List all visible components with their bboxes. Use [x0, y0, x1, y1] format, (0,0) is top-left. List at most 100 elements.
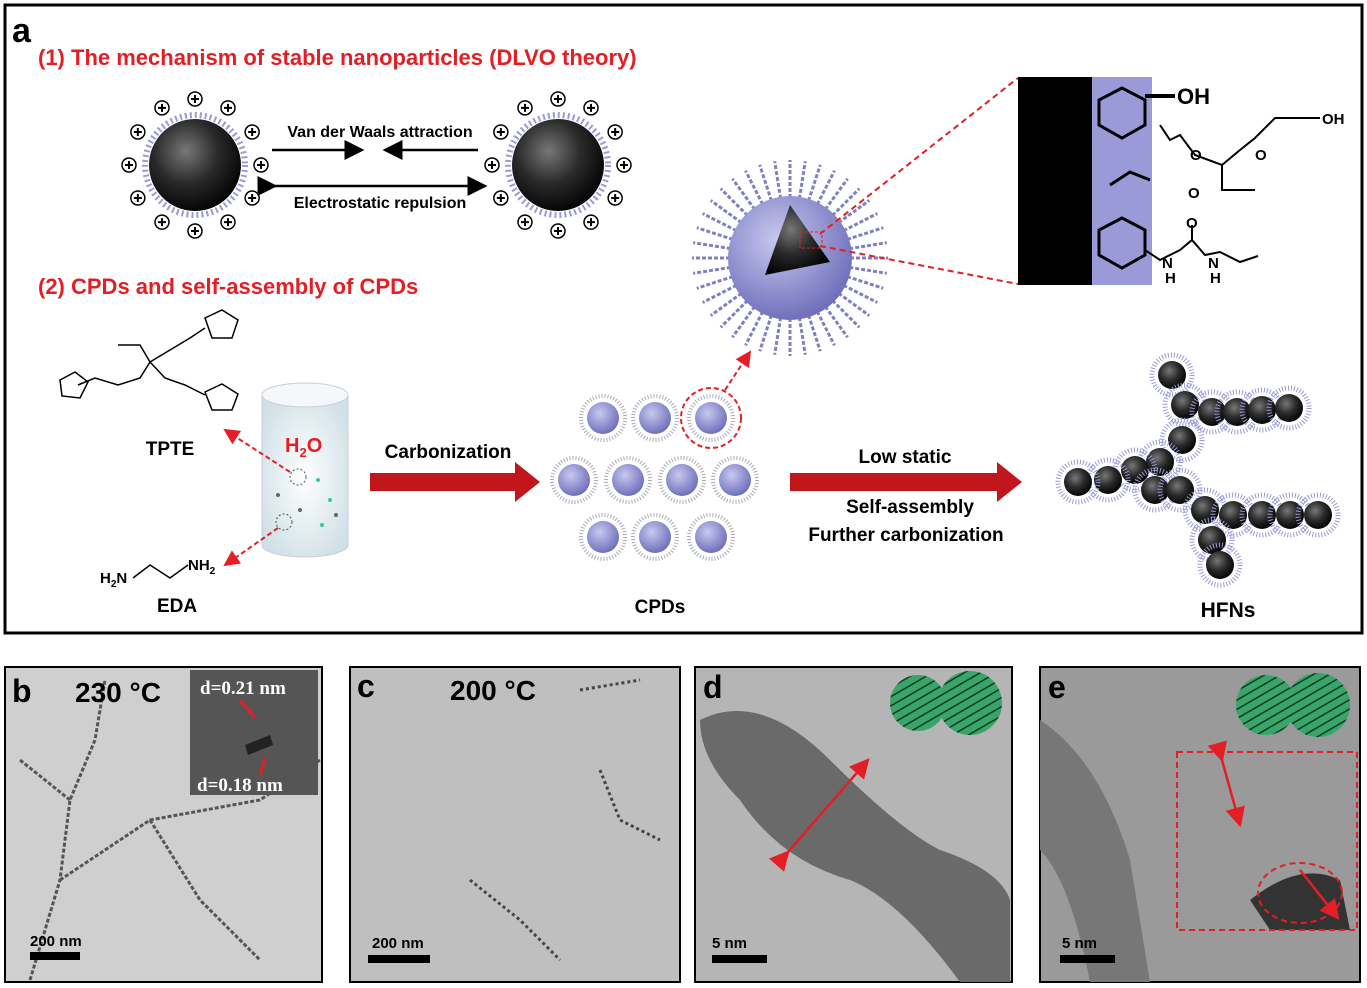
- panel-b-label: b: [12, 673, 32, 709]
- plus-icon: [130, 190, 146, 206]
- plus-icon: [121, 157, 137, 173]
- ligand-chain: [815, 170, 836, 206]
- eda-molecule: [132, 564, 189, 579]
- panel-b-d-spacing-1: d=0.21 nm: [200, 678, 286, 699]
- ligand-chain: [807, 164, 822, 202]
- zoom-line-bottom: [819, 245, 1019, 285]
- ligand-chain: [797, 160, 807, 199]
- ligand-chain: [692, 241, 731, 251]
- cpds-label: CPDs: [635, 597, 686, 618]
- surface-zoom-box: [799, 231, 823, 249]
- ligand-chain: [731, 177, 756, 211]
- cpd-particle: [579, 513, 627, 561]
- panel-c-scale-label: 200 nm: [372, 935, 424, 952]
- ligand-chain: [831, 187, 861, 217]
- cpd-particle: [687, 513, 735, 561]
- ligand-chain: [702, 283, 738, 304]
- cpd-particle: [604, 456, 652, 504]
- plus-icon: [130, 124, 146, 140]
- tpte-label: TPTE: [146, 439, 195, 460]
- cpd-particle: [687, 394, 735, 442]
- section2-title: (2) CPDs and self-assembly of CPDs: [38, 274, 418, 299]
- panel-e-hrtem-image: [1039, 666, 1361, 983]
- eda-label: EDA: [157, 596, 197, 617]
- plus-icon: [253, 157, 269, 173]
- eda-dashed-arrow: [223, 527, 279, 567]
- ligand-chain: [744, 170, 765, 206]
- ligand-chain: [797, 317, 807, 356]
- ligand-chain: [815, 310, 836, 346]
- plus-icon: [616, 157, 632, 173]
- panel-a-frame: [3, 3, 1364, 635]
- plus-icon: [220, 100, 236, 116]
- ligand-chain: [744, 310, 765, 346]
- chem-n-1: N: [1162, 255, 1173, 272]
- ligand-chain: [824, 177, 849, 211]
- cpd-particle: [579, 394, 627, 442]
- plus-icon: [154, 100, 170, 116]
- plus-icon: [244, 190, 260, 206]
- plus-icon: [493, 190, 509, 206]
- chem-o-4: O: [1186, 215, 1198, 232]
- chem-o-1: O: [1190, 147, 1202, 164]
- plus-icon: [493, 124, 509, 140]
- ligand-chain: [702, 212, 738, 233]
- ligand-chain: [758, 164, 773, 202]
- ligand-chain: [807, 314, 822, 352]
- ligand-chain: [842, 212, 878, 233]
- hfn-bead: [1295, 492, 1341, 538]
- hfn-bead: [1055, 459, 1101, 505]
- hfn-bead: [1189, 517, 1235, 563]
- panel-c-tem-image: [349, 666, 681, 983]
- panel-e-scale-label: 5 nm: [1062, 935, 1097, 952]
- hfn-bead: [1266, 385, 1312, 431]
- chem-h-2: H: [1210, 270, 1221, 287]
- water-label: H2O: [285, 435, 322, 460]
- plus-icon: [244, 124, 260, 140]
- plus-icon: [607, 124, 623, 140]
- panel-c-label: c: [357, 668, 375, 704]
- panel-d-hrtem-image: [694, 666, 1013, 983]
- ligand-chain: [773, 317, 783, 356]
- ligand-chain: [824, 305, 849, 339]
- panel-b-temperature: 230 °C: [75, 677, 161, 708]
- chem-o-2: O: [1255, 147, 1267, 164]
- ligand-chain: [692, 265, 731, 275]
- panel-d-label: d: [703, 669, 723, 705]
- hfn-bead: [1157, 467, 1203, 513]
- ligand-chain: [842, 283, 878, 304]
- ligand-chain: [696, 275, 734, 290]
- electrostatic-label: Electrostatic repulsion: [294, 195, 467, 212]
- cpd-highlight-circle: [680, 387, 742, 449]
- panel-a-label: a: [12, 12, 32, 50]
- cpd-particle: [550, 456, 598, 504]
- cpd-particle: [631, 394, 679, 442]
- plus-icon: [517, 100, 533, 116]
- hfn-bead: [1085, 457, 1131, 503]
- plus-icon: [517, 214, 533, 230]
- panel-e-label: e: [1048, 669, 1066, 705]
- carbonization-arrow: [370, 462, 540, 502]
- ligand-chain: [719, 187, 749, 217]
- panel-c-temperature: 200 °C: [450, 675, 536, 706]
- plus-icon: [550, 91, 566, 107]
- nanoparticle-left: [142, 112, 248, 218]
- panel-d-scale-label: 5 nm: [712, 935, 747, 952]
- hfn-bead: [1197, 542, 1243, 588]
- ligand-chain: [709, 199, 743, 224]
- zoom-line-top: [819, 77, 1019, 235]
- hfn-bead: [1149, 352, 1195, 398]
- ligand-chain: [758, 314, 773, 352]
- ligand-chain: [837, 292, 871, 317]
- surface-chemistry: [1018, 77, 1320, 285]
- chem-oh-1: OH: [1177, 84, 1210, 109]
- plus-icon: [187, 91, 203, 107]
- carbonization-label: Carbonization: [385, 442, 512, 463]
- hfn-assembly: [1055, 352, 1341, 588]
- nanoparticle-right: [505, 112, 611, 218]
- ligand-chain: [846, 275, 884, 290]
- tpte-dashed-arrow: [223, 428, 291, 473]
- cpd-particle: [658, 456, 706, 504]
- cpd-particle: [631, 513, 679, 561]
